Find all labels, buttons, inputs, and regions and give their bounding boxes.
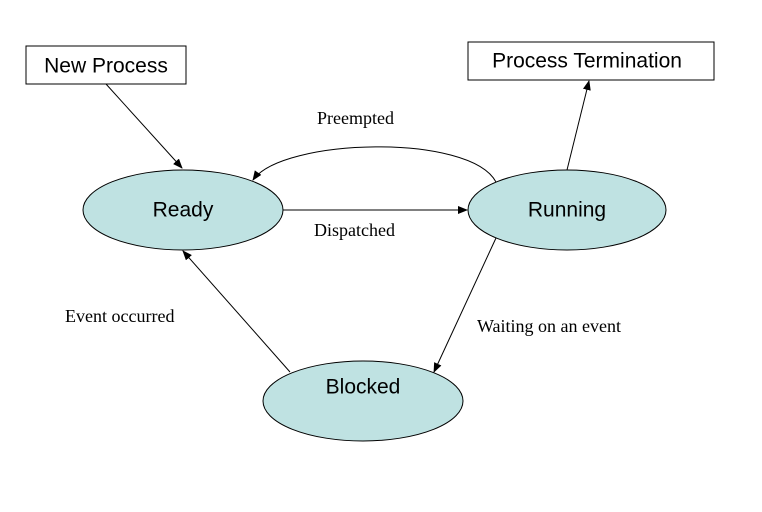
- event-occurred-arrow: [182, 250, 291, 373]
- new-process-node: New Process: [25, 45, 187, 85]
- event-occurred-label: Event occurred: [65, 306, 174, 326]
- running-to-termination-arrow: [566, 80, 591, 171]
- new-process-to-ready-arrow: [105, 83, 183, 169]
- process-termination-box: [467, 41, 715, 81]
- waiting-on-event-label: Waiting on an event: [477, 316, 621, 336]
- new-process-box: [25, 45, 187, 85]
- preempted-label: Preempted: [317, 108, 394, 128]
- new-process-label: New Process: [44, 55, 168, 78]
- dispatched-label: Dispatched: [314, 220, 395, 240]
- blocked-label: Blocked: [326, 376, 401, 399]
- ready-node: Ready: [82, 169, 284, 251]
- preempted-arrow: [252, 146, 497, 183]
- blocked-ellipse: [262, 360, 464, 442]
- waiting-on-event-arrow: [433, 237, 497, 373]
- process-termination-node: Process Termination: [467, 41, 715, 81]
- running-node: Running: [467, 169, 667, 251]
- blocked-node: Blocked: [262, 360, 464, 442]
- running-label: Running: [528, 199, 606, 222]
- ready-label: Ready: [153, 199, 214, 222]
- process-termination-label: Process Termination: [492, 50, 682, 73]
